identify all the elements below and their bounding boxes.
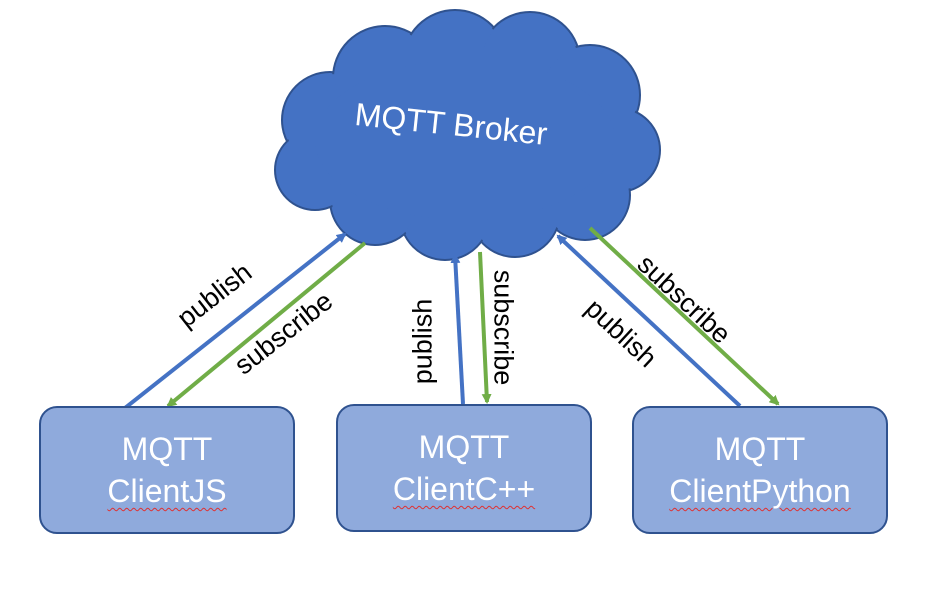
publish-arrow-cpp — [450, 253, 465, 405]
publish-arrow-js — [123, 232, 347, 410]
client-cpp-name: ClientC++ — [392, 471, 536, 507]
client-cpp-line1: MQTT — [418, 429, 510, 465]
client-js-line1: MQTT — [121, 431, 213, 467]
client-python-name: ClientPython — [669, 473, 851, 509]
client-js-name: ClientJS — [107, 473, 227, 509]
publish-label-cpp: publish — [407, 298, 438, 385]
client-box-js: MQTT ClientJS — [39, 406, 295, 534]
subscribe-arrow-js — [166, 241, 367, 408]
subscribe-arrow-python — [588, 226, 780, 406]
client-box-python: MQTT ClientPython — [632, 406, 888, 534]
client-python-line1: MQTT — [714, 431, 806, 467]
subscribe-label-cpp: subscribe — [488, 269, 519, 386]
subscribe-arrow-cpp — [478, 251, 492, 404]
client-box-cpp: MQTT ClientC++ — [336, 404, 592, 532]
publish-arrow-python — [556, 234, 742, 408]
broker-cloud-fill — [277, 12, 658, 258]
